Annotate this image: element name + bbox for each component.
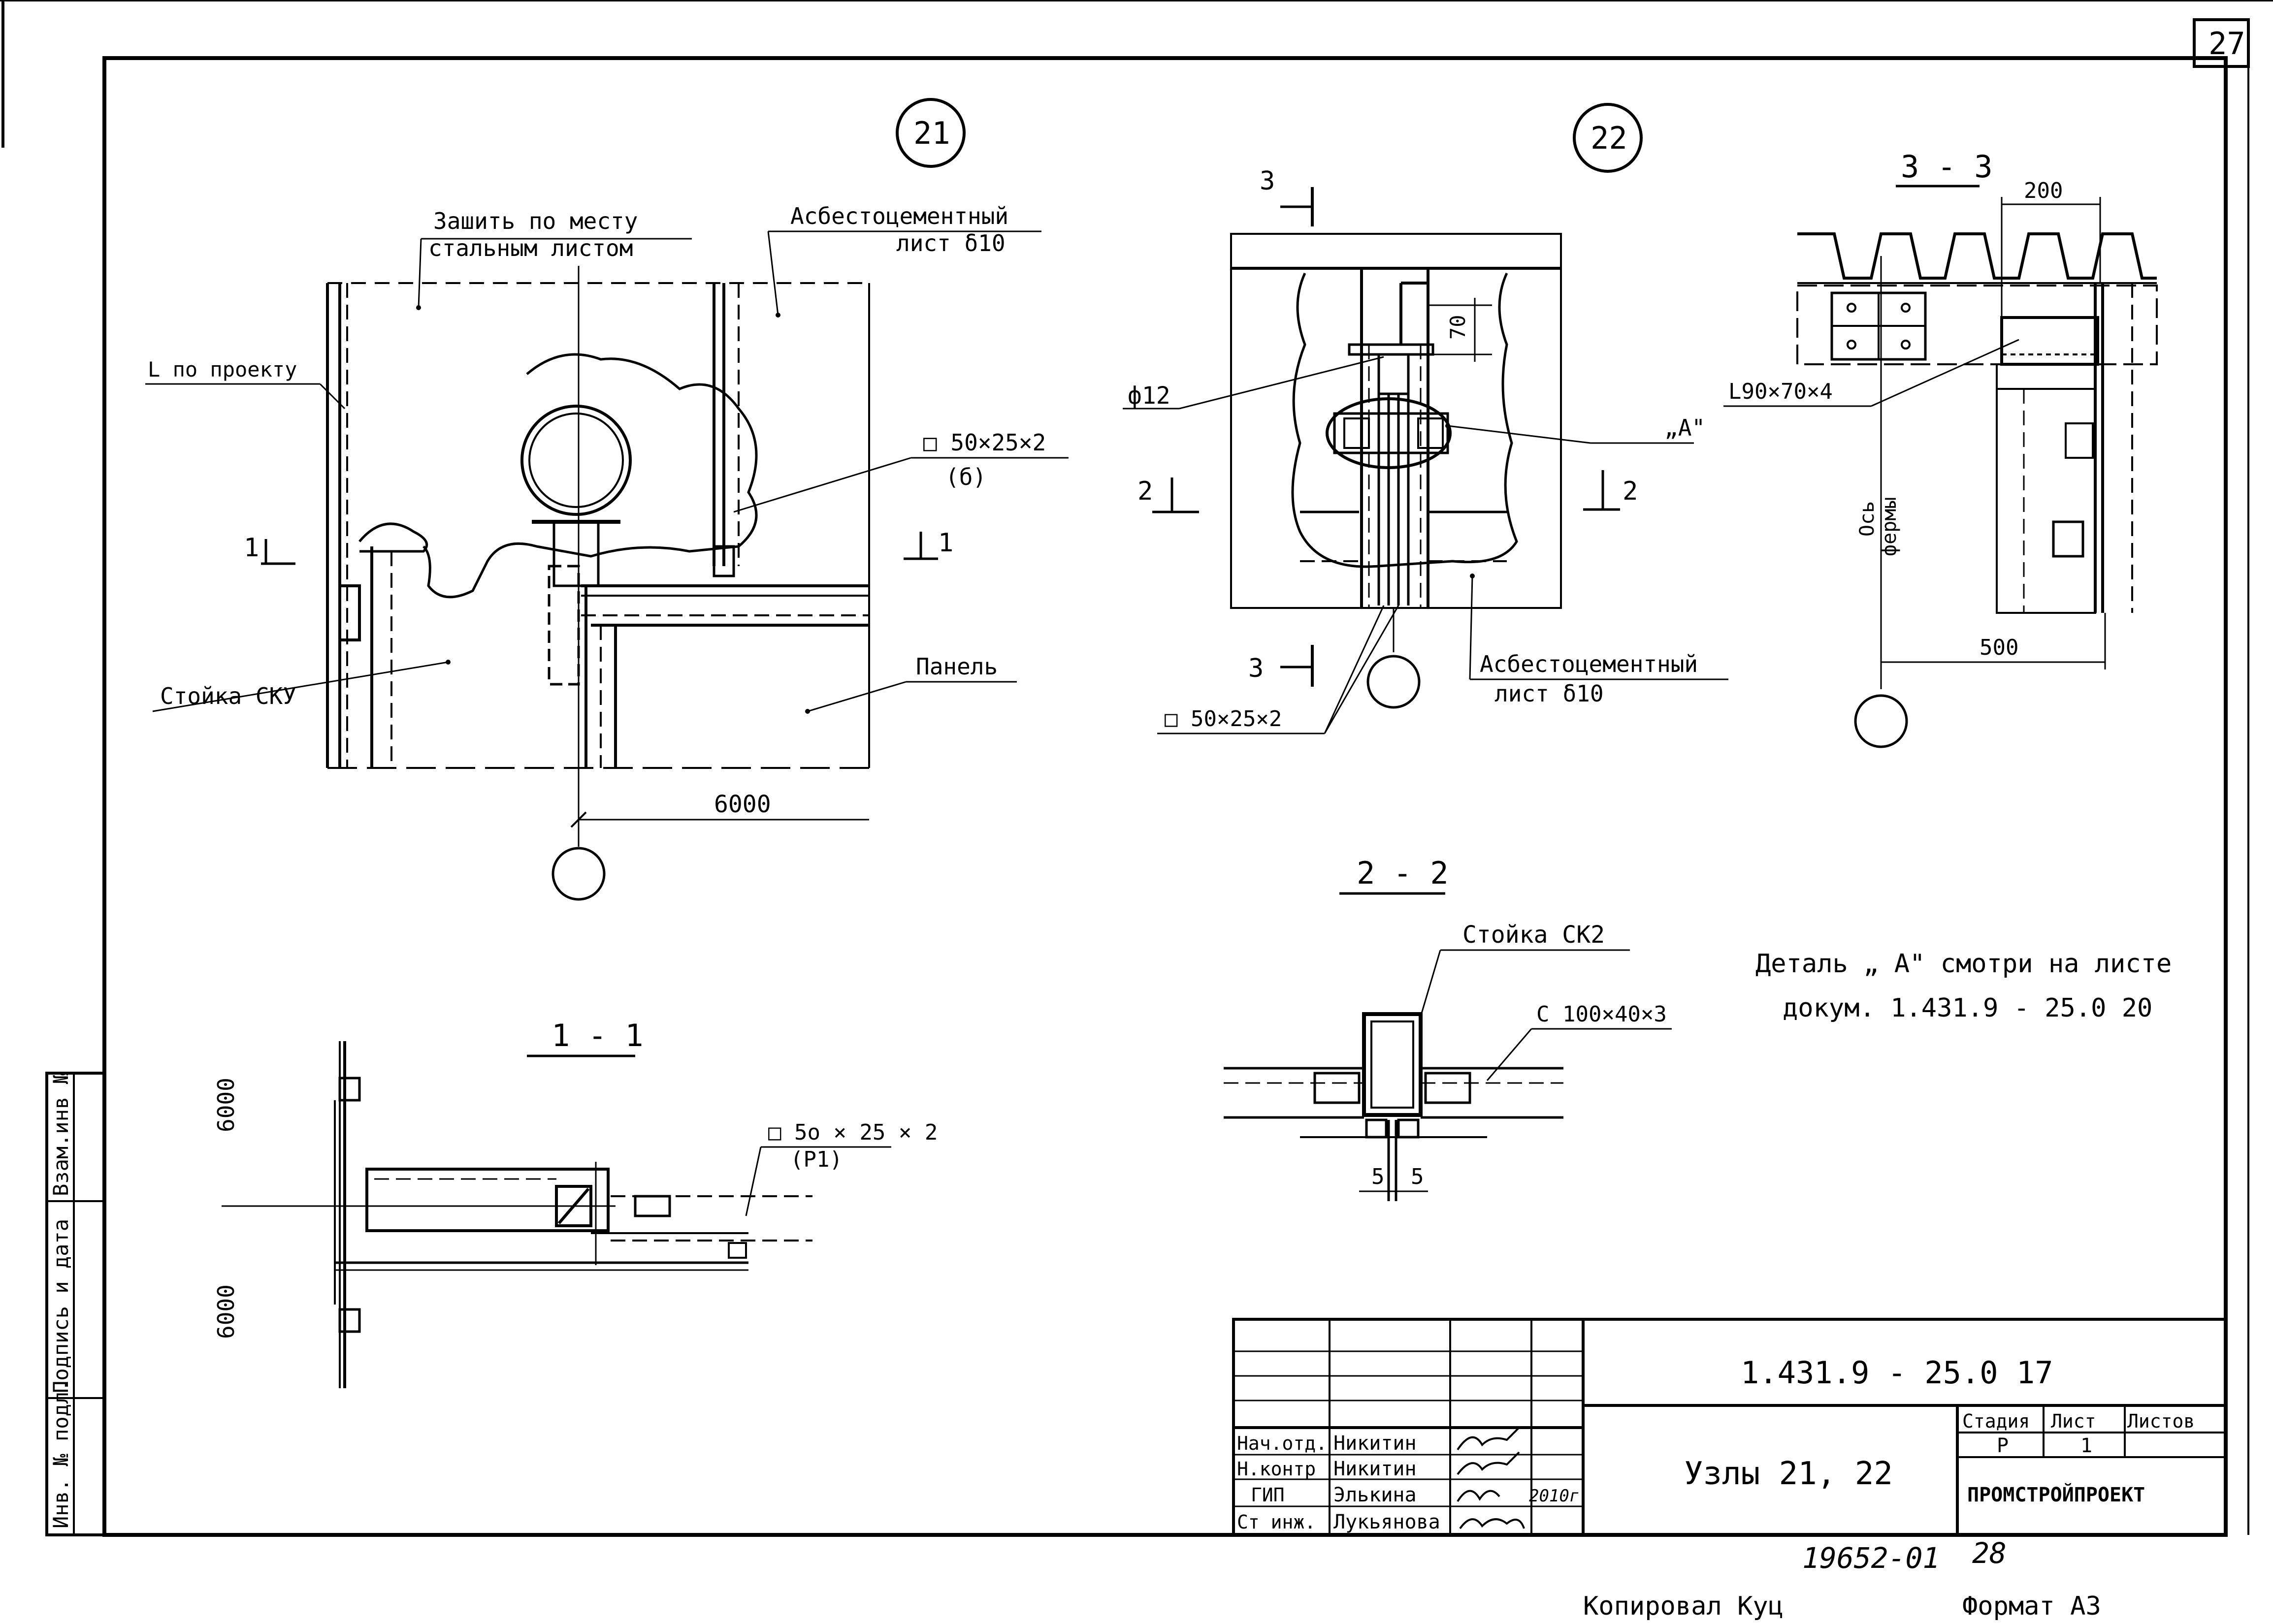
copied-by: Копировал Куц	[1583, 1592, 1784, 1621]
title-block-sheet-label: Лист	[2051, 1410, 2096, 1432]
signatures: 2010г	[1457, 1427, 1579, 1529]
title-block-sheets-label: Листов	[2127, 1410, 2195, 1432]
node-22-note-rod: ф12	[1128, 382, 1170, 410]
title-block-doc-code: 1.431.9 - 25.0 17	[1741, 1355, 2053, 1391]
svg-text:1: 1	[938, 528, 953, 558]
signer-role-2: Н.контр	[1237, 1458, 1316, 1480]
node-21-cut-right: 1	[904, 528, 953, 560]
node-22: 22 70	[1123, 103, 1728, 734]
node-22-marker-label: 22	[1591, 120, 1627, 156]
title-block-stage-label: Стадия	[1962, 1410, 2030, 1432]
svg-text:2: 2	[1623, 477, 1638, 506]
svg-text:2: 2	[1137, 477, 1153, 506]
archive-no: 19652-01	[1802, 1541, 1940, 1575]
side-stamp-inv-podl: Инв. № подл.	[49, 1379, 73, 1528]
signer-role-4: Ст инж.	[1237, 1511, 1316, 1533]
node-21-note-asbestos-1: Асбестоцементный	[790, 203, 1008, 229]
node-22-note-asbestos-1: Асбестоцементный	[1480, 651, 1698, 677]
node-21-note-panel: Панель	[916, 653, 998, 680]
section-2-2-dim-a: 5	[1371, 1164, 1385, 1189]
detail-note-line-1: Деталь „ А" смотри на листе	[1755, 949, 2172, 979]
section-2-2-note-column: Стойка СК2	[1462, 921, 1605, 949]
section-2-2-dim-b: 5	[1411, 1164, 1424, 1189]
page-number: 27	[2208, 26, 2245, 62]
signature-year: 2010г	[1529, 1486, 1579, 1506]
section-3-3-dim-500: 500	[1980, 635, 2018, 660]
section-3-3-note-angle: L90×70×4	[1728, 379, 1833, 404]
signer-name-4: Лукьянова	[1333, 1511, 1440, 1533]
section-1-1-note-tube-2: (Р1)	[790, 1147, 843, 1172]
node-21-dim: 6000	[714, 791, 771, 818]
node-22-note-tube: □ 50×25×2	[1165, 706, 1282, 732]
side-stamp: Инв. № подл. Подпись и дата Взам.инв №	[45, 1071, 106, 1536]
section-3-3-dim-200: 200	[2024, 178, 2063, 203]
section-1-1: 1 - 1 6000 6000 □ 5o × 25 × 2 (Р1)	[213, 1018, 938, 1388]
section-1-1-note-tube-1: □ 5o × 25 × 2	[768, 1120, 938, 1145]
svg-text:3: 3	[1248, 654, 1264, 683]
side-stamp-podpis-data: Подпись и дата	[49, 1219, 73, 1393]
section-2-2: 2 - 2 5 5 Стойка СК2 С 100×40×3	[1224, 855, 1672, 1201]
section-3-3-axis-1: Ось	[1856, 501, 1879, 537]
section-1-1-dim-bottom: 6000	[213, 1284, 239, 1339]
title-block: 1.431.9 - 25.0 17 Узлы 21, 22 Стадия Лис…	[1232, 1318, 2227, 1536]
node-21-note-sew-1: Зашить по месту	[433, 208, 638, 234]
node-21: 21 60	[145, 98, 1069, 901]
section-2-2-title: 2 - 2	[1357, 855, 1449, 891]
node-21-note-angle: L по проекту	[148, 357, 297, 382]
node-21-marker	[896, 98, 966, 168]
section-3-3-axis-2: фермы	[1878, 497, 1901, 556]
node-22-cut2-left: 2	[1137, 477, 1199, 513]
section-2-2-note-channel: С 100×40×3	[1536, 1002, 1667, 1027]
node-22-note-asbestos-2: лист δ10	[1494, 680, 1604, 707]
title-block-sheet-value: 1	[2080, 1434, 2092, 1457]
node-22-note-detail: „А"	[1664, 414, 1705, 441]
detail-note: Деталь „ А" смотри на листе докум. 1.431…	[1755, 949, 2172, 1023]
node-22-dim-70: 70	[1446, 315, 1470, 340]
title-block-org: ПРОМСТРОЙПРОЕКТ	[1967, 1483, 2145, 1506]
node-21-marker-label: 21	[913, 115, 950, 151]
archive-page: 28	[1972, 1536, 2007, 1570]
detail-note-line-2: докум. 1.431.9 - 25.0 20	[1783, 993, 2152, 1023]
sheet-frame: 27	[0, 0, 2273, 1537]
title-block-title: Узлы 21, 22	[1684, 1456, 1893, 1492]
section-3-3-title: 3 - 3	[1901, 149, 1993, 185]
format: Формат А3	[1962, 1592, 2101, 1621]
section-3-3: 3 - 3 200 500 Ось	[1723, 149, 2158, 748]
section-1-1-title: 1 - 1	[552, 1018, 644, 1053]
section-1-1-dim-top: 6000	[213, 1078, 239, 1132]
title-block-stage-value: Р	[1997, 1434, 2009, 1457]
side-stamp-vzam-inv: Взам.инв №	[49, 1071, 73, 1196]
node-21-note-column: Стойка СКУ	[160, 683, 296, 709]
signer-role-3: ГИП	[1251, 1484, 1285, 1506]
signer-role-1: Нач.отд.	[1237, 1433, 1327, 1454]
svg-text:3: 3	[1260, 166, 1275, 196]
bottom-annotations: 19652-01 28 Копировал Куц Формат А3	[1583, 1536, 2101, 1621]
svg-text:1: 1	[244, 533, 259, 563]
signer-name-1: Никитин	[1333, 1432, 1417, 1455]
node-22-cut2-right: 2	[1583, 470, 1638, 511]
node-22-marker	[1573, 103, 1643, 173]
node-21-note-tube-2: (б)	[945, 464, 986, 490]
node-21-note-tube-1: □ 50×25×2	[923, 429, 1046, 456]
signer-name-3: Элькина	[1333, 1484, 1417, 1506]
node-22-cut3-top: 3	[1260, 166, 1314, 226]
node-21-cut-left: 1	[244, 533, 295, 565]
signer-name-2: Никитин	[1333, 1458, 1417, 1480]
node-22-cut3-bottom: 3	[1248, 645, 1314, 687]
node-21-note-asbestos-2: лист δ10	[896, 230, 1006, 256]
